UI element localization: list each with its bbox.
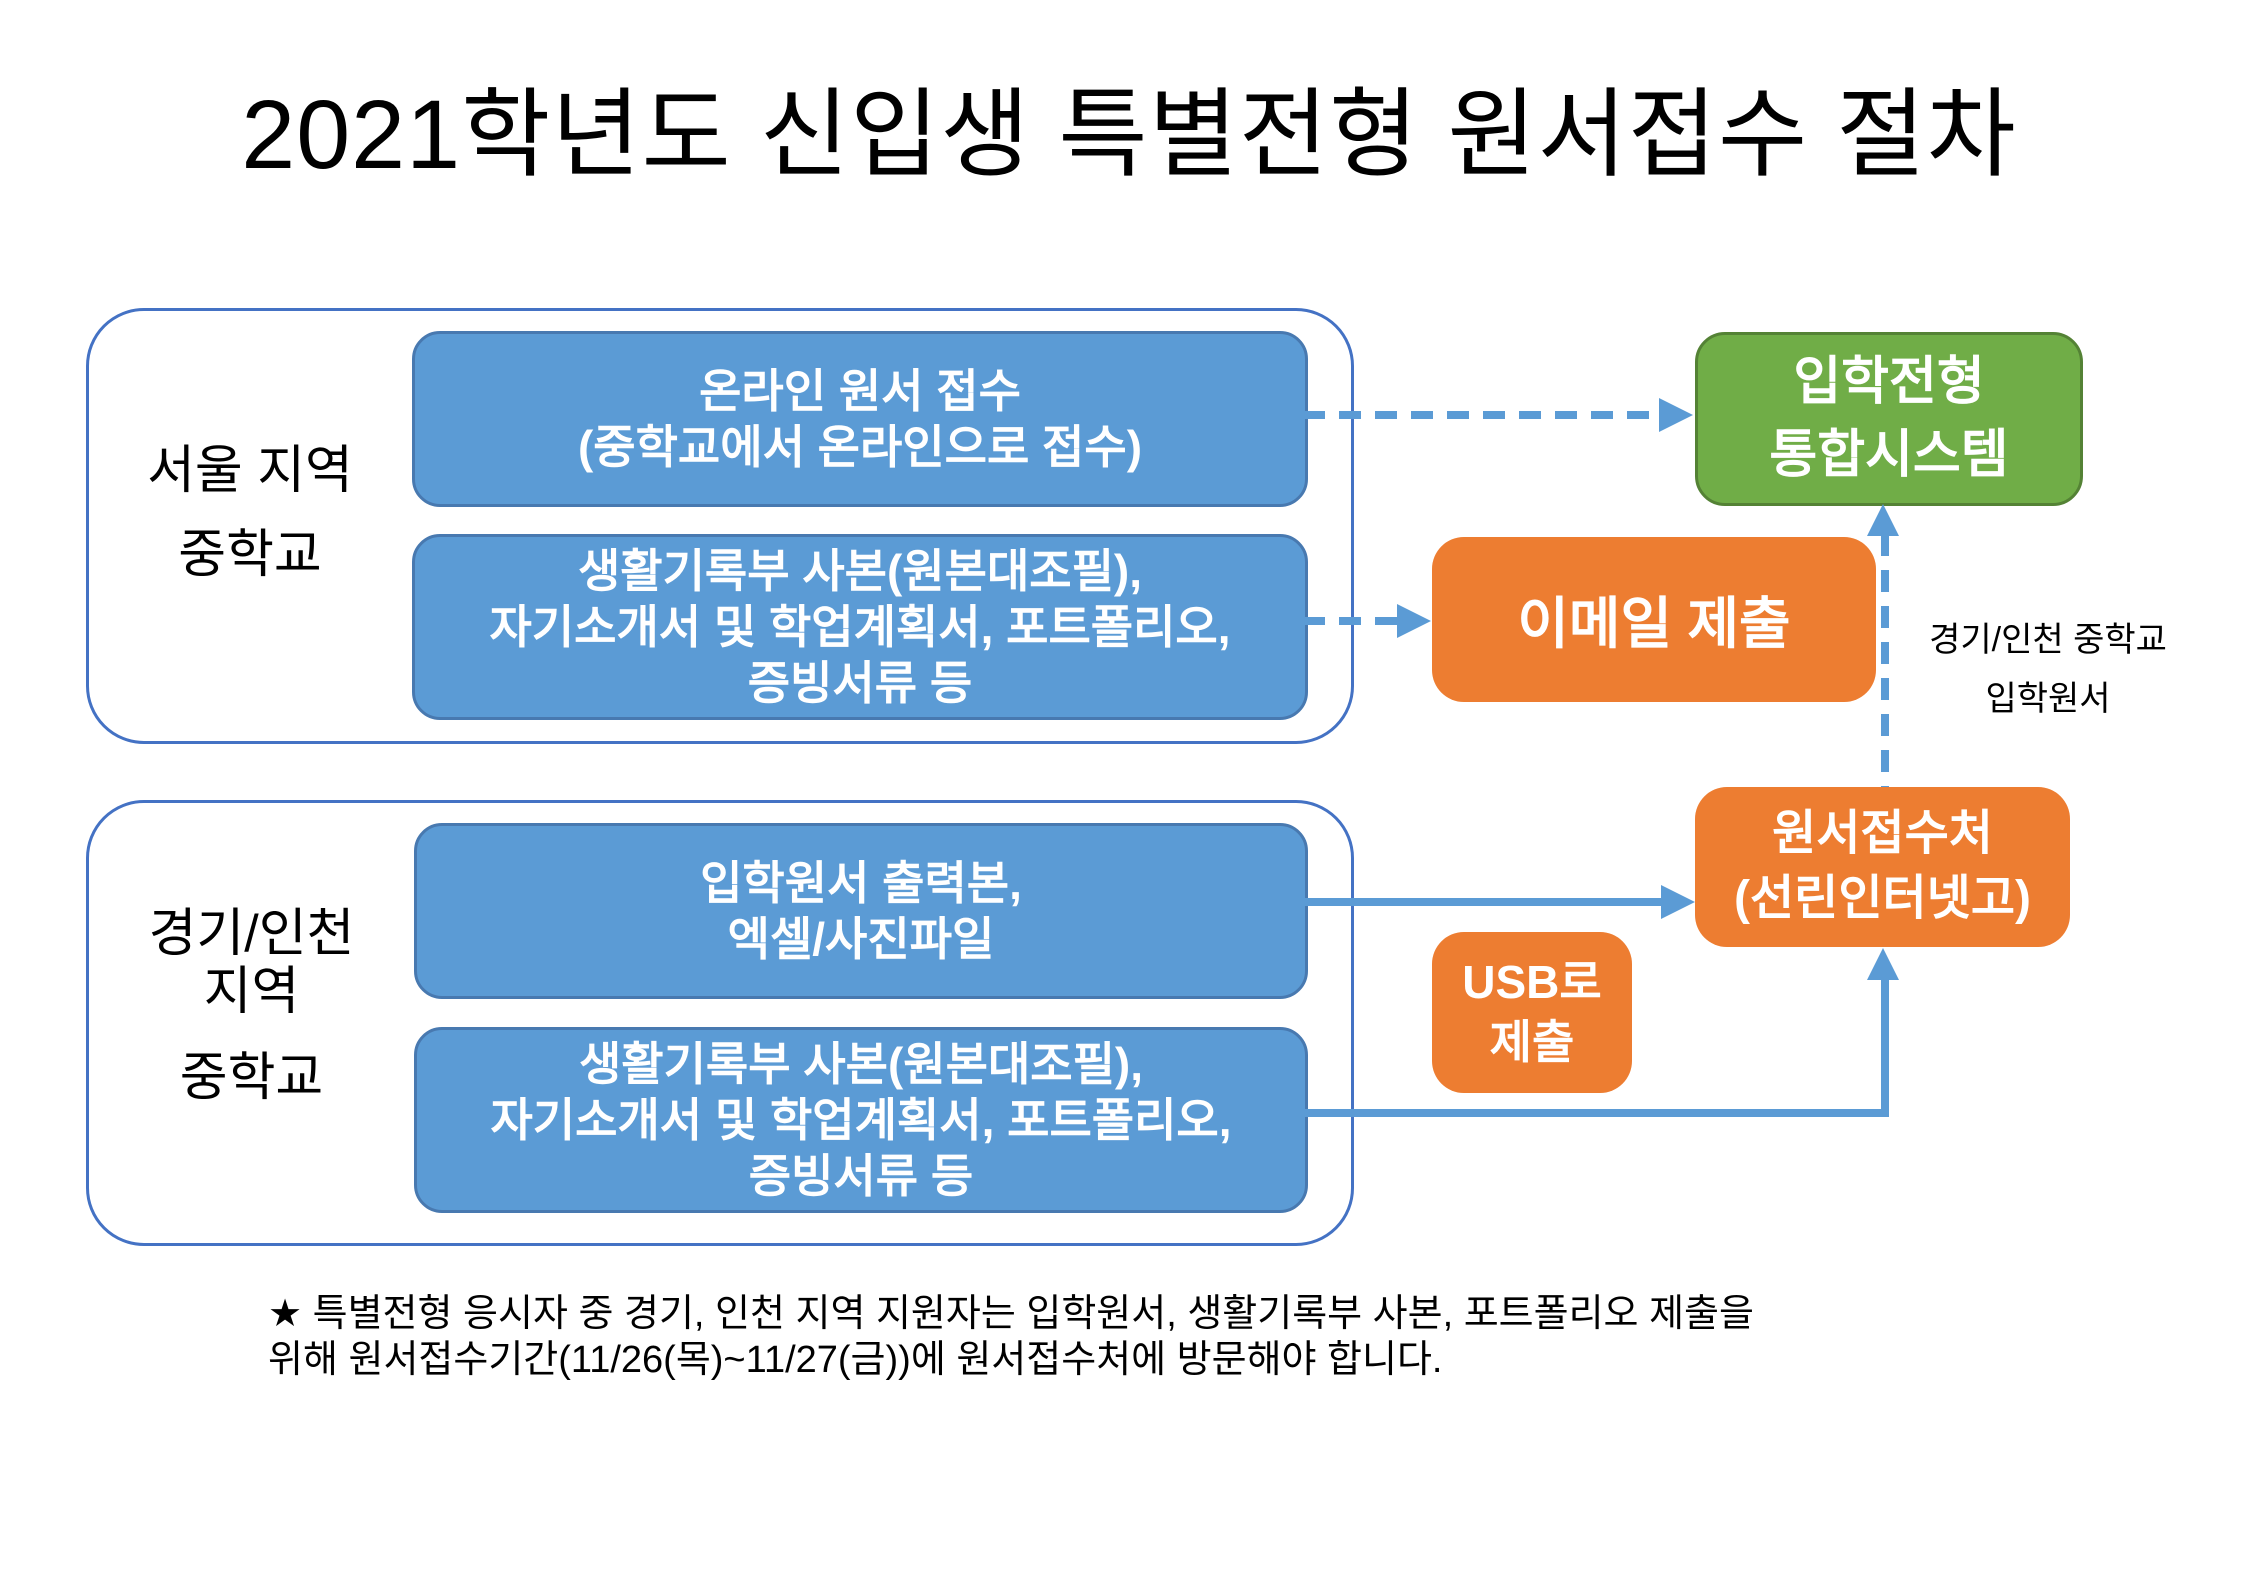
gyeonggi-documents-box-line: 자기소개서 및 학업계획서, 포트폴리오,: [490, 1093, 1232, 1146]
seoul-documents-box-line: 생활기록부 사본(원본대조필),: [577, 544, 1143, 597]
seoul-group-label: 서울 지역 중학교: [88, 442, 412, 584]
online-application-box: 온라인 원서 접수 (중학교에서 온라인으로 접수): [412, 331, 1308, 507]
gyeonggi-documents-box: 생활기록부 사본(원본대조필), 자기소개서 및 학업계획서, 포트폴리오, 증…: [414, 1027, 1308, 1213]
gyeonggi-documents-box-line: 생활기록부 사본(원본대조필),: [578, 1037, 1144, 1090]
application-office-box-line: 원서접수처: [1772, 807, 1993, 861]
seoul-documents-box: 생활기록부 사본(원본대조필), 자기소개서 및 학업계획서, 포트폴리오, 증…: [412, 534, 1308, 720]
gyeonggi-group-label-line: 중학교: [179, 1049, 324, 1108]
online-application-box-line: (중학교에서 온라인으로 접수): [577, 421, 1143, 473]
usb-submit-box: USB로 제출: [1432, 932, 1632, 1093]
admission-system-box-line: 입학전형: [1793, 353, 1985, 412]
dashed-arrow-office-to-system-line: [1881, 534, 1889, 787]
admission-system-box: 입학전형 통합시스템: [1695, 332, 2083, 506]
solid-arrow-print-to-office-head: [1661, 885, 1695, 919]
email-submit-box: 이메일 제출: [1432, 537, 1876, 702]
application-print-box-line: 엑셀/사진파일: [727, 913, 995, 965]
gyeonggi-group-label: 경기/인천 지역 중학교: [88, 905, 415, 1108]
seoul-documents-box-line: 증빙서류 등: [747, 657, 973, 710]
footnote-line: 위해 원서접수기간(11/26(목)~11/27(금))에 원서접수처에 방문해…: [268, 1338, 1443, 1381]
online-application-box-line: 온라인 원서 접수: [699, 364, 1021, 417]
dashed-arrow-online-to-system-line: [1303, 411, 1661, 419]
usb-submit-box-line: USB로: [1462, 955, 1602, 1008]
elbow-arrow-documents-to-office-vline: [1881, 980, 1889, 1117]
application-office-box: 원서접수처 (선린인터넷고): [1695, 787, 2070, 947]
seoul-documents-box-line: 자기소개서 및 학업계획서, 포트폴리오,: [489, 600, 1231, 653]
gyeonggi-group-label-line: 경기/인천: [148, 905, 355, 963]
usb-submit-box-line: 제출: [1489, 1015, 1575, 1068]
application-print-box-line: 입학원서 출력본,: [700, 856, 1022, 909]
solid-arrow-print-to-office-line: [1303, 898, 1663, 906]
gyeonggi-documents-box-line: 증빙서류 등: [748, 1150, 974, 1203]
arrow-annotation-line: 경기/인천 중학교: [1929, 621, 2167, 659]
arrow-annotation: 경기/인천 중학교 입학원서: [1916, 621, 2180, 719]
seoul-group-label-line: 중학교: [178, 526, 322, 585]
seoul-group-label-line: 서울 지역: [147, 442, 353, 500]
dashed-arrow-documents-to-email-head: [1397, 604, 1431, 638]
admission-system-box-line: 통합시스템: [1769, 426, 2009, 484]
application-print-box: 입학원서 출력본, 엑셀/사진파일: [414, 823, 1308, 999]
email-submit-box-label: 이메일 제출: [1517, 592, 1791, 655]
footnote: ★ 특별전형 응시자 중 경기, 인천 지역 지원자는 입학원서, 생활기록부 …: [268, 1292, 2008, 1383]
application-office-box-line: (선린인터넷고): [1734, 872, 2031, 925]
page-title: 2021학년도 신입생 특별전형 원서접수 절차: [241, 80, 2017, 189]
elbow-arrow-documents-to-office-head: [1867, 948, 1899, 980]
dashed-arrow-documents-to-email-line: [1303, 617, 1399, 625]
dashed-arrow-office-to-system-head: [1867, 504, 1899, 536]
footnote-line: ★ 특별전형 응시자 중 경기, 인천 지역 지원자는 입학원서, 생활기록부 …: [268, 1293, 1754, 1335]
gyeonggi-group-label-line: 지역: [203, 963, 300, 1022]
arrow-annotation-line: 입학원서: [1985, 680, 2111, 719]
elbow-arrow-documents-to-office-hline: [1303, 1109, 1889, 1117]
dashed-arrow-online-to-system-head: [1659, 398, 1693, 432]
